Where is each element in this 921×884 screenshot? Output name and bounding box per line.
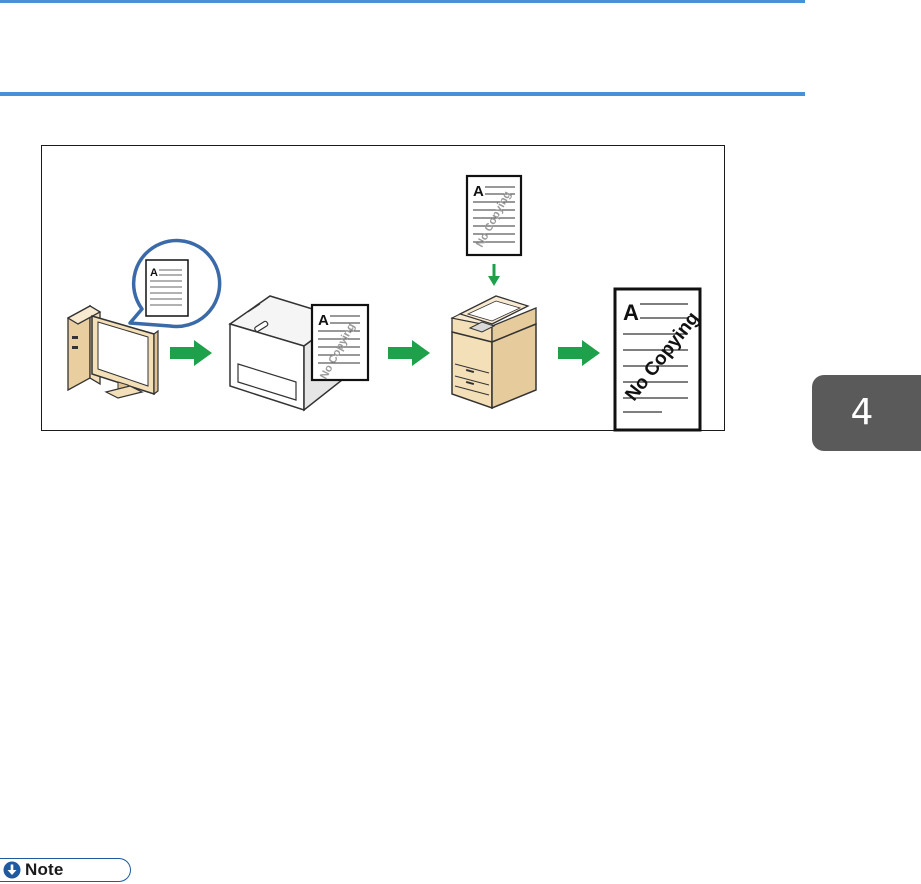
flow-arrow-1 bbox=[170, 340, 212, 366]
copier-icon bbox=[452, 296, 536, 408]
doc-letter: A bbox=[150, 267, 158, 279]
header-rule-bottom bbox=[0, 92, 805, 96]
flow-arrow-3 bbox=[558, 340, 600, 366]
doc-letter: A bbox=[623, 300, 639, 325]
header-rule-top bbox=[0, 0, 805, 3]
original-document-icon: A No Copying bbox=[467, 176, 521, 255]
copied-document-icon: A No Copying bbox=[615, 289, 704, 430]
doc-letter: A bbox=[473, 183, 484, 200]
note-label: Note bbox=[25, 860, 64, 880]
printed-document-icon: A No Copying bbox=[312, 305, 368, 381]
chapter-tab: 4 bbox=[812, 375, 921, 451]
security-watermark-figure: A A bbox=[41, 145, 725, 431]
doc-letter: A bbox=[318, 312, 329, 329]
flow-arrow-2 bbox=[388, 340, 430, 366]
down-arrow-circle-icon bbox=[3, 861, 21, 879]
down-arrow-icon bbox=[488, 264, 500, 286]
speech-bubble-icon: A bbox=[130, 241, 220, 327]
note-heading: Note bbox=[0, 858, 131, 882]
chapter-number: 4 bbox=[812, 375, 912, 451]
